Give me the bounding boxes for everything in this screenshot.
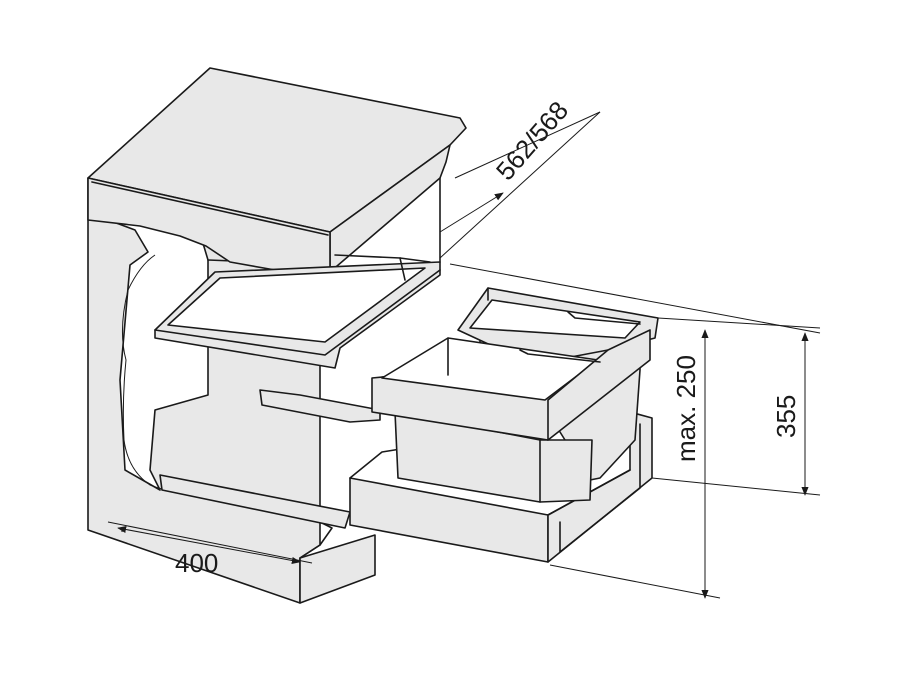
height-total-label: 355 <box>771 395 801 438</box>
dimension-height-bin: max. 250 <box>549 317 821 599</box>
upper-tray <box>154 254 441 369</box>
front-bin <box>371 329 651 503</box>
drawer-slides <box>159 389 381 529</box>
pullout-frame <box>349 411 653 563</box>
worktop <box>87 67 467 273</box>
dimension-height-total: 355 <box>449 263 821 496</box>
dimension-depth: 562/568 <box>439 95 601 259</box>
height-bin-label: max. 250 <box>671 355 701 462</box>
width-label: 400 <box>175 548 218 578</box>
dimension-width: 400 <box>107 521 313 578</box>
depth-label: 562/568 <box>490 95 574 186</box>
